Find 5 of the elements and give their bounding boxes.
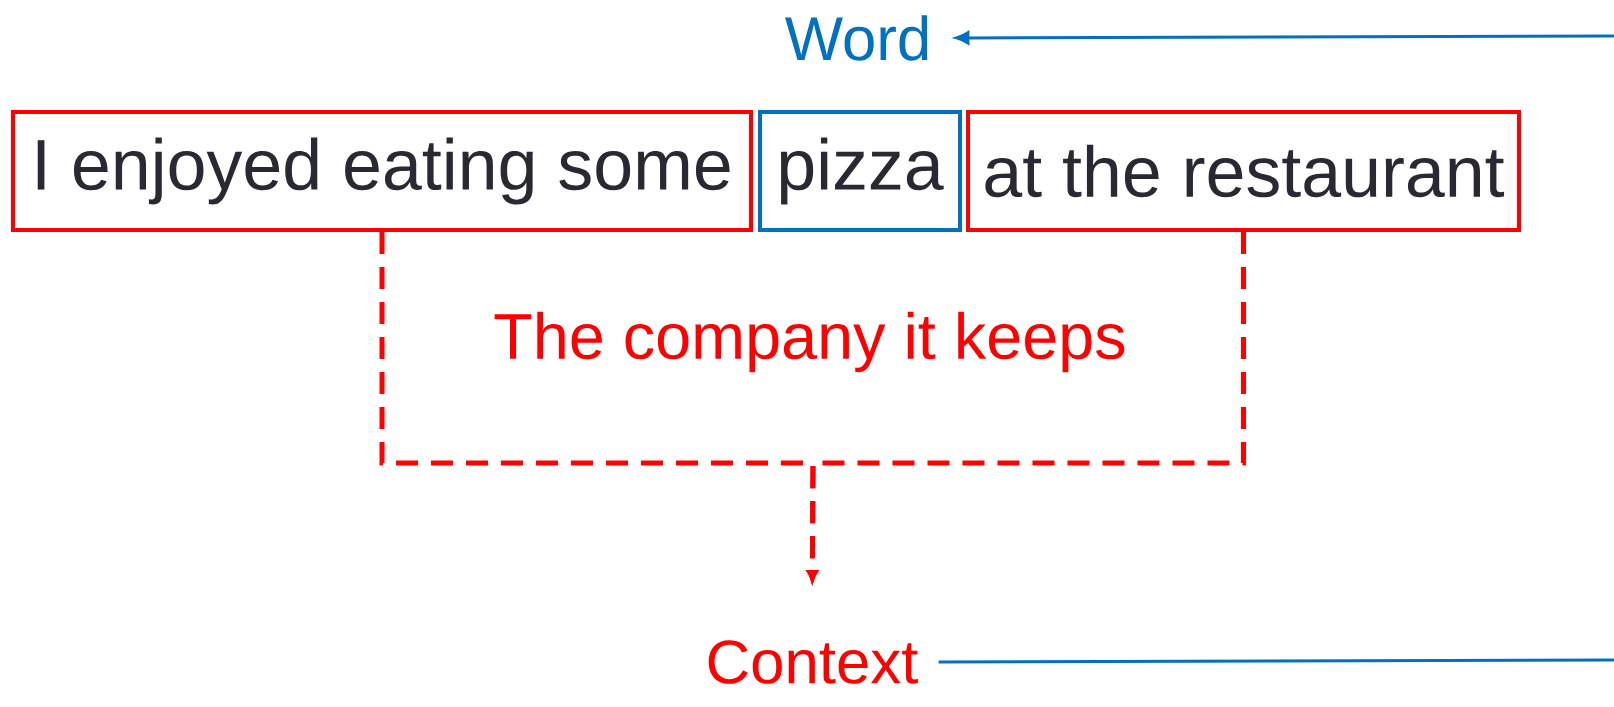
word-box: I enjoyed eating some — [11, 110, 753, 232]
word-label: Word — [785, 15, 928, 61]
word-box: pizza — [758, 110, 962, 232]
word-label: Context — [708, 640, 918, 684]
word-box: at the restaurant — [966, 110, 1521, 232]
